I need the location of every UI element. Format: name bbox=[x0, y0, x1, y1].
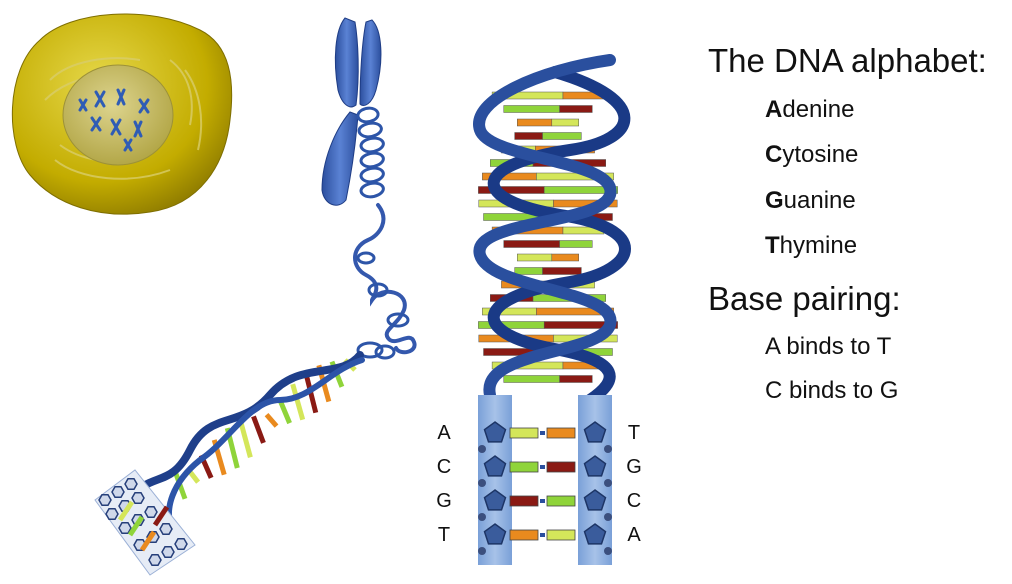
base-right bbox=[546, 427, 576, 439]
chromosome bbox=[321, 17, 417, 360]
helix-rung-right bbox=[559, 240, 593, 248]
base-thymine: Thymine bbox=[765, 232, 858, 259]
diagonal-rung bbox=[251, 415, 266, 444]
diagonal-rung bbox=[264, 413, 279, 428]
chromatin-strand bbox=[353, 203, 417, 355]
diagonal-hex bbox=[144, 506, 158, 518]
nucleus bbox=[62, 64, 174, 166]
helix-backbone-b bbox=[473, 54, 617, 401]
base-right bbox=[546, 529, 576, 541]
sugar-left bbox=[483, 455, 507, 477]
phosphate-left bbox=[478, 547, 486, 555]
diagonal-end-rung bbox=[127, 515, 145, 537]
diagonal-end-rung bbox=[139, 530, 157, 552]
sugar-left bbox=[483, 421, 507, 443]
helix-rung-left bbox=[517, 118, 553, 127]
helix-rung-left bbox=[517, 253, 553, 262]
phosphate-left bbox=[478, 479, 486, 487]
helix-rung-right bbox=[559, 375, 593, 383]
diagonal-hex bbox=[161, 546, 175, 558]
diagonal-rung bbox=[277, 398, 292, 425]
base-adenine: Adenine bbox=[765, 96, 855, 123]
diagonal-hex bbox=[174, 538, 188, 550]
diagonal-hex bbox=[124, 478, 138, 490]
diagonal-hex bbox=[148, 554, 162, 566]
phosphate-left bbox=[478, 513, 486, 521]
base-pair-ladder bbox=[478, 395, 612, 565]
sugar-left bbox=[483, 489, 507, 511]
helix-rung-right bbox=[543, 321, 618, 329]
sugar-left bbox=[483, 523, 507, 545]
helix-rung-left bbox=[503, 105, 560, 113]
diagonal-end-rung bbox=[117, 500, 135, 522]
hydrogen-bond bbox=[540, 431, 545, 435]
hydrogen-bond bbox=[540, 465, 545, 469]
helix-rung-right bbox=[542, 267, 582, 275]
hydrogen-bond bbox=[540, 533, 545, 537]
diagonal-hex bbox=[159, 523, 173, 535]
pairing-rule-cg: C binds to G bbox=[765, 377, 899, 404]
cell bbox=[11, 13, 233, 215]
helix-rung-right bbox=[559, 105, 593, 113]
left-letter-3: G bbox=[436, 490, 452, 512]
chromosome-right-arm-top bbox=[359, 19, 382, 106]
diagonal-hex bbox=[111, 486, 125, 498]
phosphate-right bbox=[604, 547, 612, 555]
base-left bbox=[509, 461, 539, 473]
diagonal-rung bbox=[237, 419, 253, 458]
base-guanine: Guanine bbox=[765, 187, 856, 214]
diagonal-backbone-b bbox=[166, 357, 365, 538]
sugar-right bbox=[583, 455, 607, 477]
chromosome-left-arm-bottom bbox=[321, 111, 359, 206]
diagonal-hex bbox=[118, 522, 132, 534]
helix-rung-right bbox=[543, 186, 618, 194]
phosphate-right bbox=[604, 479, 612, 487]
diagonal-helix bbox=[94, 351, 365, 576]
base-right bbox=[546, 461, 576, 473]
base-left bbox=[509, 427, 539, 439]
diagonal-hex bbox=[131, 492, 145, 504]
right-letter-3: C bbox=[626, 490, 642, 512]
helix-rung-left bbox=[514, 132, 543, 140]
helix-rung-left bbox=[478, 321, 545, 329]
phosphate-right bbox=[604, 445, 612, 453]
sugar-right bbox=[583, 489, 607, 511]
vertical-helix bbox=[473, 54, 631, 406]
sugar-right bbox=[583, 421, 607, 443]
phosphate-left bbox=[478, 445, 486, 453]
dna-alphabet-heading: The DNA alphabet: bbox=[708, 42, 987, 79]
chromosome-left-arm-top bbox=[334, 17, 359, 108]
diagonal-end-rung bbox=[152, 505, 170, 527]
diagonal-backbone-a bbox=[126, 351, 364, 504]
sugar-right bbox=[583, 523, 607, 545]
helix-rung-right bbox=[551, 253, 579, 262]
phosphate-right bbox=[604, 513, 612, 521]
chromatin-coil bbox=[356, 106, 385, 199]
diagonal-hex bbox=[98, 494, 112, 506]
hydrogen-bond bbox=[540, 499, 545, 503]
left-letter-1: A bbox=[437, 422, 451, 444]
helix-rung-right bbox=[551, 118, 579, 127]
helix-rung-right bbox=[542, 132, 582, 140]
base-left bbox=[509, 529, 539, 541]
base-cytosine: Cytosine bbox=[765, 141, 859, 168]
base-right bbox=[546, 495, 576, 507]
chromatin-loops bbox=[356, 251, 410, 360]
diagonal-rung bbox=[290, 383, 306, 421]
nucleus-chromosomes bbox=[78, 88, 150, 152]
helix-rung-left bbox=[503, 240, 560, 248]
right-letter-2: G bbox=[626, 456, 642, 478]
left-letter-2: C bbox=[436, 456, 452, 478]
diagonal-hex bbox=[105, 508, 119, 520]
diagonal-ladder-end bbox=[94, 469, 196, 576]
right-letter-4: A bbox=[627, 524, 641, 546]
right-letter-1: T bbox=[627, 422, 641, 444]
helix-rung-left bbox=[514, 267, 543, 275]
base-pairing-heading: Base pairing: bbox=[708, 280, 901, 317]
left-letter-4: T bbox=[437, 524, 451, 546]
pairing-rule-at: A binds to T bbox=[765, 333, 892, 360]
helix-rung-left bbox=[503, 375, 560, 383]
base-left bbox=[509, 495, 539, 507]
